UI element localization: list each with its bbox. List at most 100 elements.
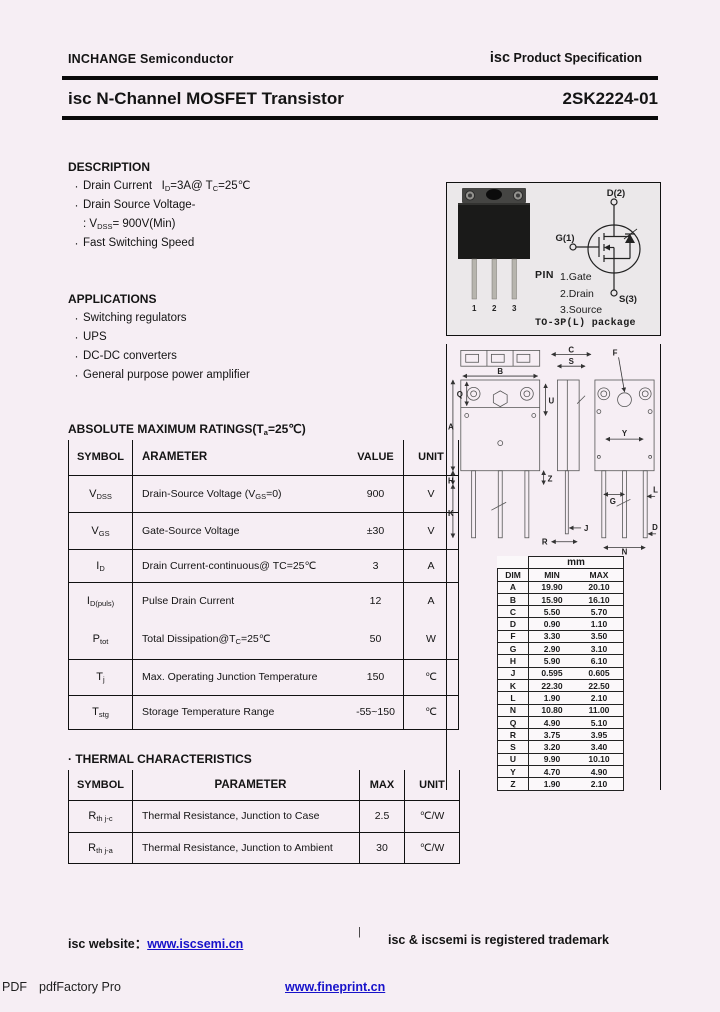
gate-label: G(1) <box>556 233 575 244</box>
parameter-cell: Storage Temperature Range <box>142 706 275 718</box>
dim-label-Z: Z <box>548 475 553 484</box>
header-unit: UNIT <box>404 770 460 800</box>
bullet-icon: · <box>74 349 79 363</box>
list-item: : VDSS= 900V(Min) <box>70 215 440 234</box>
parameter-cell: Pulse Drain Current <box>142 595 235 608</box>
min-cell: 15.90 <box>528 592 575 607</box>
company-name: INCHANGE Semiconductor <box>68 52 234 66</box>
min-cell: 22.30 <box>528 678 575 693</box>
dim-label-C: C <box>568 346 574 354</box>
unit-cell: A <box>403 582 459 620</box>
max-cell: 3.40 <box>575 740 624 754</box>
max-cell: 5.10 <box>575 715 624 730</box>
dim-cell: K <box>497 678 529 693</box>
dim-cell: N <box>497 703 529 717</box>
header-unit: UNIT <box>403 440 459 475</box>
website-line: isc website：www.iscsemi.cn <box>68 933 243 952</box>
pin-heading: PIN <box>535 269 555 281</box>
table-row: ID Drain Current-continuous@ TC=25℃ 3 A <box>68 549 459 582</box>
unit-cell: ℃/W <box>404 800 460 832</box>
symbol-cell: Rth j-a <box>68 832 133 863</box>
spec-text: Product Specification <box>510 51 643 65</box>
application-item: General purpose power amplifier <box>83 369 250 381</box>
unit-cell: ℃ <box>403 695 459 729</box>
min-cell: 19.90 <box>528 580 575 594</box>
value-cell: 3 <box>372 559 379 572</box>
dim-cell: J <box>497 666 529 680</box>
dim-label-F: F <box>613 348 618 357</box>
header-dim: DIM <box>497 568 529 582</box>
table-row: Rth j-c Thermal Resistance, Junction to … <box>68 800 460 832</box>
dim-label-B: B <box>497 367 503 376</box>
table-row: Tstg Storage Temperature Range -55~150 ℃ <box>68 695 459 729</box>
min-cell: 1.90 <box>528 691 575 705</box>
max-cell: 16.10 <box>575 592 624 607</box>
pdf-prefix: PDF <box>2 980 27 994</box>
list-item: ·UPS <box>70 328 440 347</box>
abs-ratings-title: ABSOLUTE MAXIMUM RATINGS(Ta=25℃) <box>68 422 306 437</box>
unit-cell: V <box>403 475 459 512</box>
applications-heading: APPLICATIONS <box>68 292 157 306</box>
table-header-row: mm <box>498 555 624 570</box>
min-cell: 3.75 <box>528 728 575 742</box>
dim-label-G: G <box>610 497 616 506</box>
symbol-cell: ID(puls) <box>68 582 133 620</box>
dim-label-U: U <box>549 397 555 406</box>
dim-label-N: N <box>622 548 628 556</box>
dim-label-J: J <box>584 524 588 533</box>
list-item: ·General purpose power amplifier <box>70 366 440 385</box>
parameter-cell: Drain-Source Voltage (VGS=0) <box>142 487 282 501</box>
dim-cell: S <box>497 740 529 754</box>
pdf-app-name: pdfFactory Pro <box>39 980 121 994</box>
max-cell: 3.10 <box>575 642 624 656</box>
fineprint-link-wrap: www.fineprint.cn <box>285 980 385 994</box>
parameter-cell: Gate-Source Voltage <box>142 524 240 537</box>
parameter-cell: Drain Current-continuous@ TC=25℃ <box>142 559 317 572</box>
dim-cell: R <box>497 728 529 742</box>
min-cell: 4.90 <box>528 715 575 730</box>
source-label: S(3) <box>619 294 637 305</box>
title-rule <box>62 116 658 120</box>
max-cell: 22.50 <box>575 678 624 693</box>
parameter-cell: Thermal Resistance, Junction to Case <box>142 810 320 822</box>
dim-cell: Y <box>497 765 529 779</box>
absolute-maximum-ratings-table: SYMBOL ARAMETER VALUE UNIT VDSS Drain-So… <box>68 440 459 730</box>
dim-cell: H <box>497 654 529 668</box>
table-header-row: SYMBOL ARAMETER VALUE UNIT <box>68 440 459 475</box>
website-link[interactable]: www.iscsemi.cn <box>147 937 244 951</box>
trademark-text: isc & iscsemi is registered trademark <box>388 933 609 947</box>
unit-cell: ℃/W <box>404 832 460 863</box>
table-row: VDSS Drain-Source Voltage (VGS=0) 900 V <box>68 475 459 512</box>
description-item: Drain Source Voltage- <box>83 199 196 211</box>
symbol-cell: Tstg <box>68 695 133 729</box>
max-cell: 2.5 <box>359 800 405 832</box>
min-cell: 0.595 <box>528 666 575 680</box>
value-cell: 900 <box>366 487 385 500</box>
fineprint-link[interactable]: www.fineprint.cn <box>285 980 386 994</box>
max-cell: 11.00 <box>575 703 624 717</box>
value-cell: 150 <box>366 671 385 683</box>
unit-cell: W <box>403 620 459 659</box>
table-row: ID(puls) Pulse Drain Current 12 A <box>68 582 459 620</box>
description-item: Drain Current ID=3A@ TC=25℃ <box>83 180 251 193</box>
dim-label-R: R <box>542 538 548 547</box>
value-cell: -55~150 <box>356 706 395 718</box>
bullet-icon: · <box>74 179 79 193</box>
package-figure-box: 1 2 3 D(2) G(1) S(3) <box>446 182 661 336</box>
dim-cell: D <box>497 617 529 631</box>
max-cell: 5.70 <box>575 605 624 619</box>
bullet-icon: · <box>74 198 79 212</box>
thermal-title: · THERMAL CHARACTERISTICS <box>68 752 252 766</box>
value-cell: 50 <box>369 633 382 646</box>
max-cell: 6.10 <box>575 654 624 668</box>
header-max: MAX <box>575 568 624 582</box>
max-cell: 3.50 <box>575 629 624 644</box>
min-cell: 5.90 <box>528 654 575 668</box>
